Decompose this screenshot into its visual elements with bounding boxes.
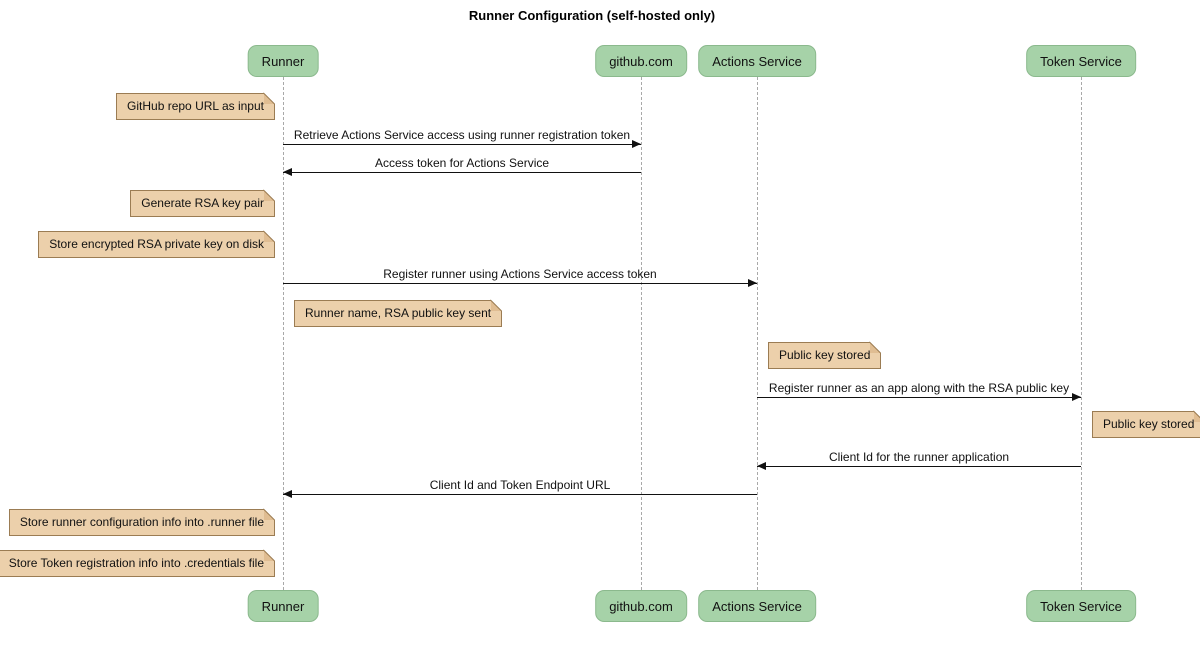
participant-github-bottom: github.com [595, 590, 687, 622]
note-4: Public key stored [768, 342, 882, 369]
message-arrowhead-5 [283, 490, 292, 498]
participant-token-top: Token Service [1026, 45, 1136, 77]
participant-actions-top: Actions Service [698, 45, 816, 77]
message-arrowhead-1 [283, 168, 292, 176]
participant-github-top: github.com [595, 45, 687, 77]
note-5: Public key stored [1092, 411, 1200, 438]
message-label-2: Register runner using Actions Service ac… [383, 267, 657, 281]
note-1: Generate RSA key pair [130, 190, 275, 217]
message-arrowhead-2 [748, 279, 757, 287]
message-line-2 [283, 283, 757, 284]
message-line-0 [283, 144, 641, 145]
participant-runner-top: Runner [247, 45, 319, 77]
note-7: Store Token registration info into .cred… [0, 550, 276, 577]
message-label-3: Register runner as an app along with the… [768, 381, 1070, 395]
lifeline-runner [283, 77, 284, 590]
message-arrowhead-3 [1072, 393, 1081, 401]
message-line-1 [283, 172, 641, 173]
message-line-5 [283, 494, 757, 495]
participant-token-bottom: Token Service [1026, 590, 1136, 622]
message-arrowhead-4 [757, 462, 766, 470]
message-label-5: Client Id and Token Endpoint URL [429, 478, 611, 492]
message-line-4 [757, 466, 1081, 467]
message-label-0: Retrieve Actions Service access using ru… [293, 128, 631, 142]
note-6: Store runner configuration info into .ru… [8, 509, 276, 536]
note-2: Store encrypted RSA private key on disk [38, 231, 275, 258]
message-line-3 [757, 397, 1081, 398]
participant-actions-bottom: Actions Service [698, 590, 816, 622]
lifeline-github [641, 77, 642, 590]
diagram-title: Runner Configuration (self-hosted only) [468, 8, 716, 23]
note-3: Runner name, RSA public key sent [294, 300, 503, 327]
message-arrowhead-0 [632, 140, 641, 148]
note-0: GitHub repo URL as input [116, 93, 275, 120]
message-label-4: Client Id for the runner application [828, 450, 1010, 464]
participant-runner-bottom: Runner [247, 590, 319, 622]
lifeline-token [1081, 77, 1082, 590]
message-label-1: Access token for Actions Service [374, 156, 550, 170]
lifeline-actions [757, 77, 758, 590]
